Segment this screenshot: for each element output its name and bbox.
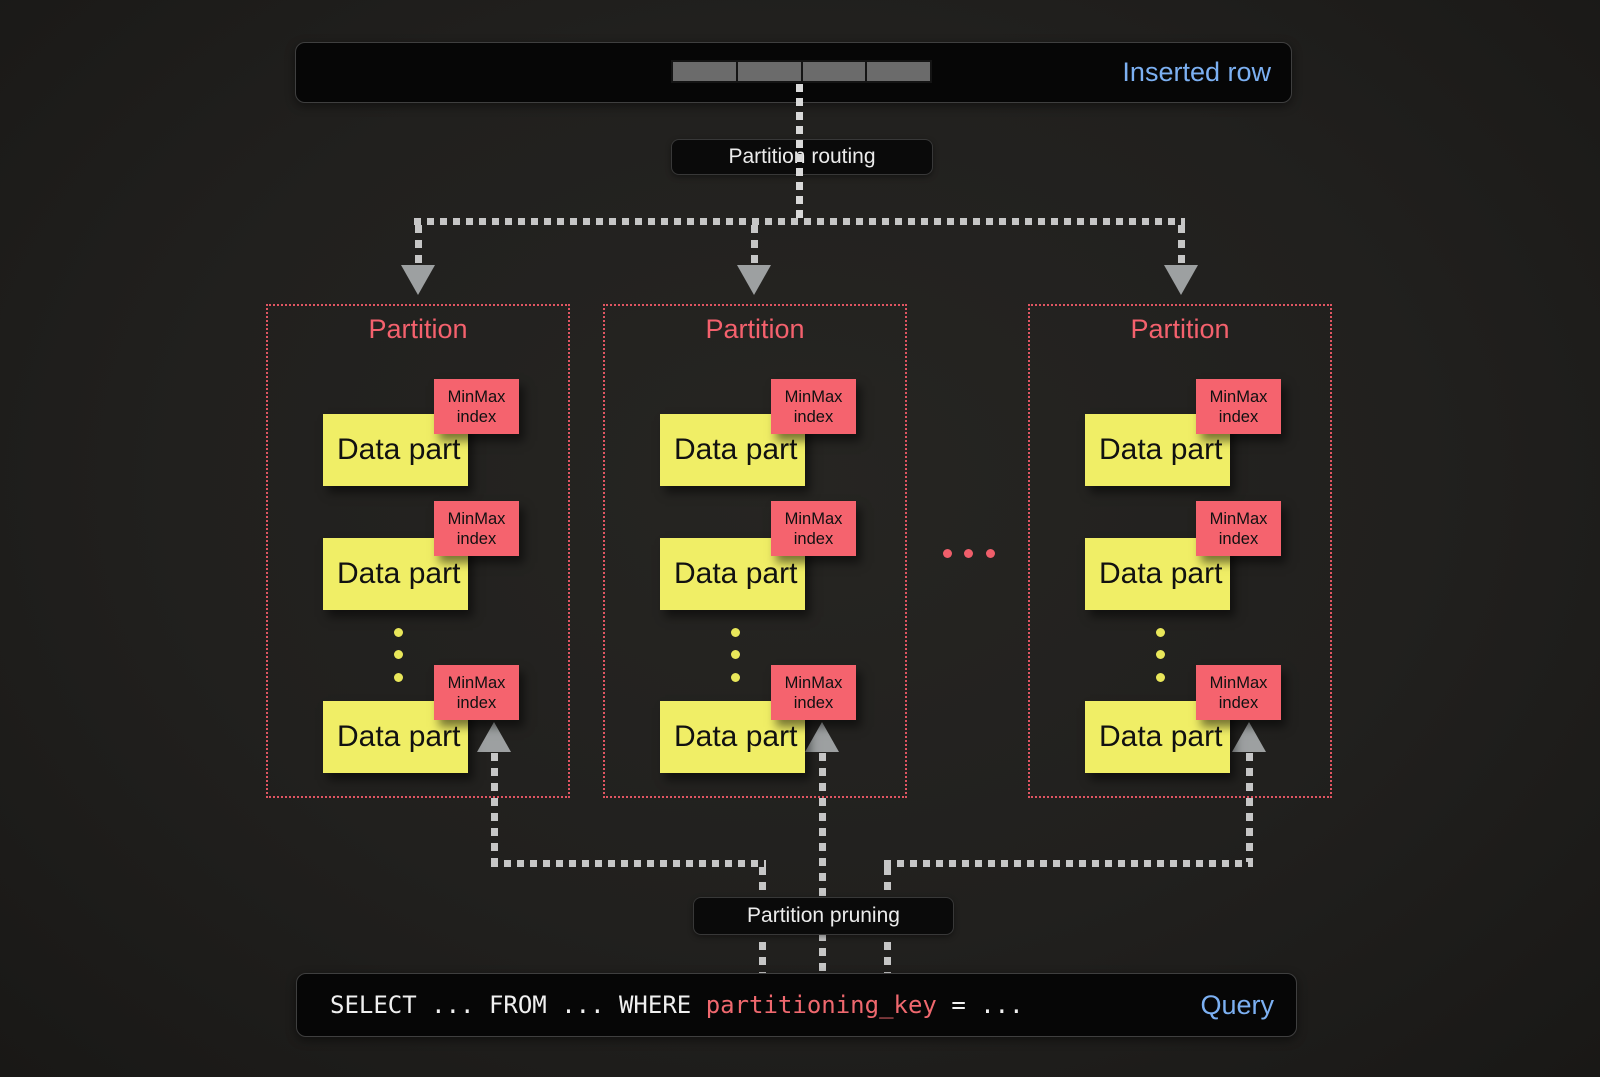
inserted-row-box: Inserted row <box>295 42 1292 103</box>
more-parts-dot <box>394 673 403 682</box>
ellipsis-dot <box>943 549 952 558</box>
minmax-index-tag: MinMax index <box>1196 501 1281 556</box>
minmax-index-tag: MinMax index <box>1196 379 1281 434</box>
pruning-line <box>491 860 766 867</box>
minmax-index-tag: MinMax index <box>771 665 856 720</box>
row-segment <box>800 62 866 81</box>
query-label: Query <box>1200 989 1274 1020</box>
partition-title: Partition <box>1130 314 1230 344</box>
pruning-line <box>884 860 1253 867</box>
more-parts-dot <box>1156 650 1165 659</box>
arrow-down-icon <box>737 265 771 295</box>
minmax-index-tag: MinMax index <box>771 379 856 434</box>
minmax-index-tag: MinMax index <box>1196 665 1281 720</box>
more-parts-dot <box>731 628 740 637</box>
ellipsis-dot <box>986 549 995 558</box>
fanout-drop-line <box>751 225 758 267</box>
fanout-line <box>414 218 1185 225</box>
pruning-line <box>819 753 826 973</box>
partition-title: Partition <box>368 314 468 344</box>
minmax-index-tag: MinMax index <box>434 501 519 556</box>
inserted-row-label: Inserted row <box>1122 57 1271 87</box>
sql-prefix: SELECT ... FROM ... WHERE <box>330 991 706 1019</box>
minmax-index-tag: MinMax index <box>771 501 856 556</box>
partition-box: Partition MinMax index Data part MinMax … <box>1028 304 1332 798</box>
row-segment <box>735 62 801 81</box>
data-part: Data part <box>660 701 805 773</box>
partition-pruning-label: Partition pruning <box>693 897 954 935</box>
partition-box: Partition MinMax index Data part MinMax … <box>266 304 570 798</box>
arrow-up-icon <box>1232 722 1266 752</box>
arrow-down-icon <box>1164 265 1198 295</box>
more-parts-dot <box>394 628 403 637</box>
arrow-up-icon <box>477 722 511 752</box>
row-segment <box>673 62 736 81</box>
sql-partitioning-key: partitioning_key <box>705 991 937 1019</box>
pruning-line <box>491 753 498 862</box>
routing-flow-line <box>796 84 803 221</box>
data-part: Data part <box>323 538 468 610</box>
row-segments-bar <box>671 60 932 83</box>
arrow-down-icon <box>401 265 435 295</box>
query-box: SELECT ... FROM ... WHERE partitioning_k… <box>296 973 1297 1037</box>
partition-title: Partition <box>705 314 805 344</box>
ellipsis-dot <box>964 549 973 558</box>
row-segment <box>865 62 930 81</box>
query-sql-text: SELECT ... FROM ... WHERE partitioning_k… <box>330 991 1024 1019</box>
more-parts-dot <box>1156 628 1165 637</box>
minmax-index-tag: MinMax index <box>434 665 519 720</box>
sql-suffix: = ... <box>936 991 1024 1019</box>
minmax-index-tag: MinMax index <box>434 379 519 434</box>
more-parts-dot <box>1156 673 1165 682</box>
arrow-up-icon <box>805 722 839 752</box>
more-parts-dot <box>394 650 403 659</box>
more-parts-dot <box>731 673 740 682</box>
more-parts-dot <box>731 650 740 659</box>
pruning-line <box>1246 753 1253 862</box>
partition-box: Partition MinMax index Data part MinMax … <box>603 304 907 798</box>
fanout-drop-line <box>1178 225 1185 267</box>
fanout-drop-line <box>415 225 422 267</box>
